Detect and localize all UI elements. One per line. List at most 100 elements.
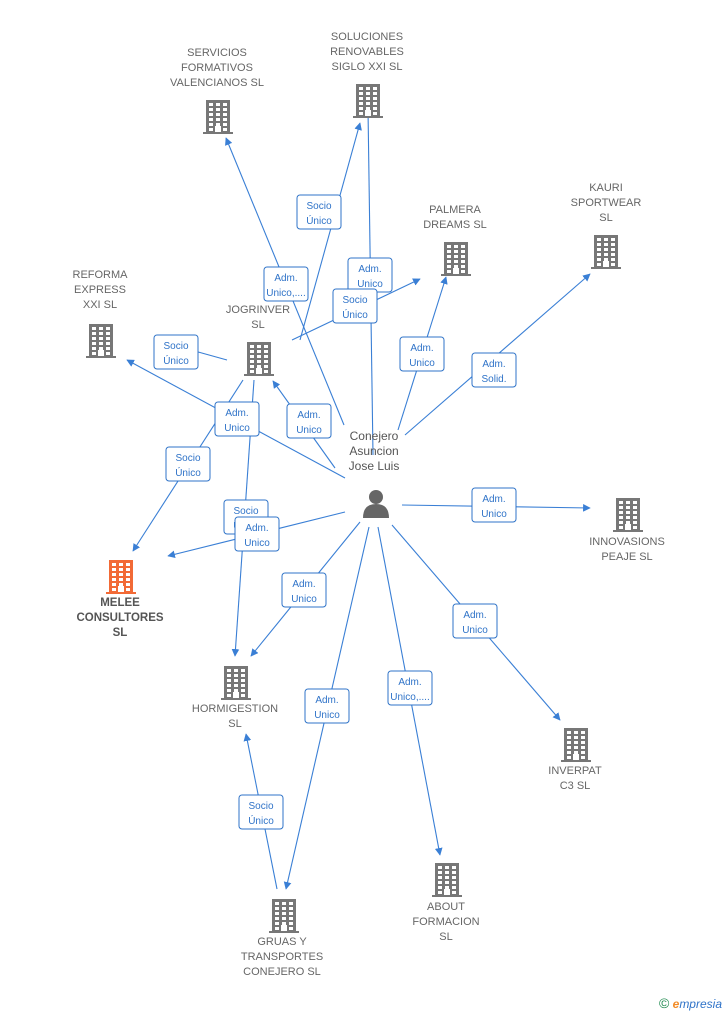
company-node-melee[interactable]: MELEE CONSULTORES SL: [76, 560, 164, 639]
company-node-kauri[interactable]: KAURI SPORTWEAR SL: [571, 182, 642, 269]
brand-logo-initial: e: [672, 997, 680, 1011]
edge-label-text: Unico: [357, 279, 383, 290]
edge-label-box: [471, 487, 517, 523]
company-node-inverpat[interactable]: INVERPAT C3 SL: [548, 728, 602, 792]
edge-label-text: Adm.: [482, 494, 505, 505]
company-name-line: TRANSPORTES: [241, 951, 323, 963]
building-icon: [561, 728, 591, 762]
edge-label-person-to-kauri[interactable]: Adm.Solid.: [471, 352, 517, 388]
company-name-line: SL: [599, 212, 612, 224]
company-name-line: PALMERA: [429, 204, 481, 216]
edge-label-box: [304, 688, 350, 724]
edge-label-text: Único: [342, 308, 368, 321]
person-name-line: Conejero: [350, 429, 399, 443]
person-icon: [363, 490, 389, 518]
company-name-line: SERVICIOS: [187, 47, 247, 59]
building-icon: [106, 560, 136, 594]
edge-label-box: [281, 572, 327, 608]
edge-label-text: Unico: [296, 425, 322, 436]
company-name-line: CONEJERO SL: [243, 966, 321, 978]
edge-label-text: Unico,....: [266, 288, 305, 299]
company-name-line: EXPRESS: [74, 284, 126, 296]
company-node-palmera[interactable]: PALMERA DREAMS SL: [423, 204, 487, 276]
company-name-line: VALENCIANOS SL: [170, 77, 264, 89]
company-node-gruas[interactable]: GRUAS Y TRANSPORTES CONEJERO SL: [241, 899, 323, 978]
edge-label-text: Unico: [244, 538, 270, 549]
company-name-line: MELEE: [100, 597, 140, 609]
edge-label-box: [452, 603, 498, 639]
edge-label-text: Único: [163, 354, 189, 367]
edge-label-person-to-gruas[interactable]: Adm. Unico: [304, 688, 350, 724]
edge-label-text: Único: [175, 466, 201, 479]
company-name-line: SL: [228, 718, 241, 730]
company-name-line: CONSULTORES: [76, 612, 163, 624]
edge-jogrinver-to-soluciones: [299, 122, 362, 341]
building-icon: [203, 100, 233, 134]
edge-label-person-to-palmera[interactable]: Adm.Unico: [399, 336, 445, 372]
company-name-line: INNOVASIONS: [589, 536, 665, 548]
brand-logo-text: mpresia: [679, 997, 722, 1011]
edge-label-text: Solid.: [481, 374, 506, 385]
edge-label-person-to-hormigestion[interactable]: Adm.Unico: [281, 572, 327, 608]
edge-label-box: [153, 334, 199, 370]
building-icon: [432, 863, 462, 897]
edge-label-text: Único: [248, 814, 274, 827]
edge-label-text: Unico: [314, 710, 340, 721]
company-name-line: ABOUT: [427, 901, 465, 913]
edge-label-person-to-innovasions[interactable]: Adm.Unico: [471, 487, 517, 523]
building-icon: [244, 342, 274, 376]
building-icon: [613, 498, 643, 532]
edge-label-box: [399, 336, 445, 372]
edge-label-person-to-about[interactable]: Adm.Unico,....: [387, 670, 433, 706]
company-name-line: C3 SL: [560, 780, 591, 792]
edge-label-text: Unico: [462, 625, 488, 636]
edge-label-person-to-soluciones[interactable]: Adm. Unico: [347, 257, 393, 293]
edge-label-text: Socio: [248, 801, 273, 812]
company-node-innovasions[interactable]: INNOVASIONS PEAJE SL: [589, 498, 665, 563]
edge-labels-layer: Adm.Unico,....SocioÚnicoAdm.UnicoSocioÚn…: [153, 194, 517, 830]
edge-label-box: [238, 794, 284, 830]
company-name-line: KAURI: [589, 182, 623, 194]
edge-label-text: Adm.: [358, 264, 381, 275]
company-name-line: SPORTWEAR: [571, 197, 642, 209]
edge-label-text: Socio: [233, 506, 258, 517]
edge-label-box: [263, 266, 309, 302]
company-name-line: GRUAS Y: [257, 936, 307, 948]
person-name-line: Asuncion: [349, 444, 398, 458]
edge-label-box: [296, 194, 342, 230]
company-name-line: FORMATIVOS: [181, 62, 253, 74]
edge-label-person-to-reforma[interactable]: Adm.Unico: [214, 401, 260, 437]
company-name-line: RENOVABLES: [330, 46, 404, 58]
copyright-symbol: ©: [658, 995, 670, 1011]
company-name-line: DREAMS SL: [423, 219, 487, 231]
edge-label-box: [471, 352, 517, 388]
edge-label-box: [165, 446, 211, 482]
edge-label-person-to-melee[interactable]: Adm.Unico: [234, 516, 280, 552]
edge-label-text: Adm.: [398, 677, 421, 688]
building-icon: [591, 235, 621, 269]
company-name-line: REFORMA: [73, 269, 129, 281]
edge-label-person-to-jogrinver[interactable]: Adm.Unico: [286, 403, 332, 439]
edge-label-box: [332, 288, 378, 324]
company-node-servicios[interactable]: SERVICIOS FORMATIVOS VALENCIANOS SL: [170, 47, 264, 134]
company-name-line: SL: [113, 627, 128, 639]
edge-label-text: Adm.: [410, 343, 433, 354]
edge-label-text: Adm.: [315, 695, 338, 706]
building-icon: [221, 666, 251, 700]
edge-label-person-to-inverpat[interactable]: Adm.Unico: [452, 603, 498, 639]
company-name-line: FORMACION: [412, 916, 479, 928]
company-name-line: INVERPAT: [548, 765, 602, 777]
edge-label-person-to-servicios[interactable]: Adm.Unico,....: [263, 266, 309, 302]
company-name-line: PEAJE SL: [601, 551, 652, 563]
